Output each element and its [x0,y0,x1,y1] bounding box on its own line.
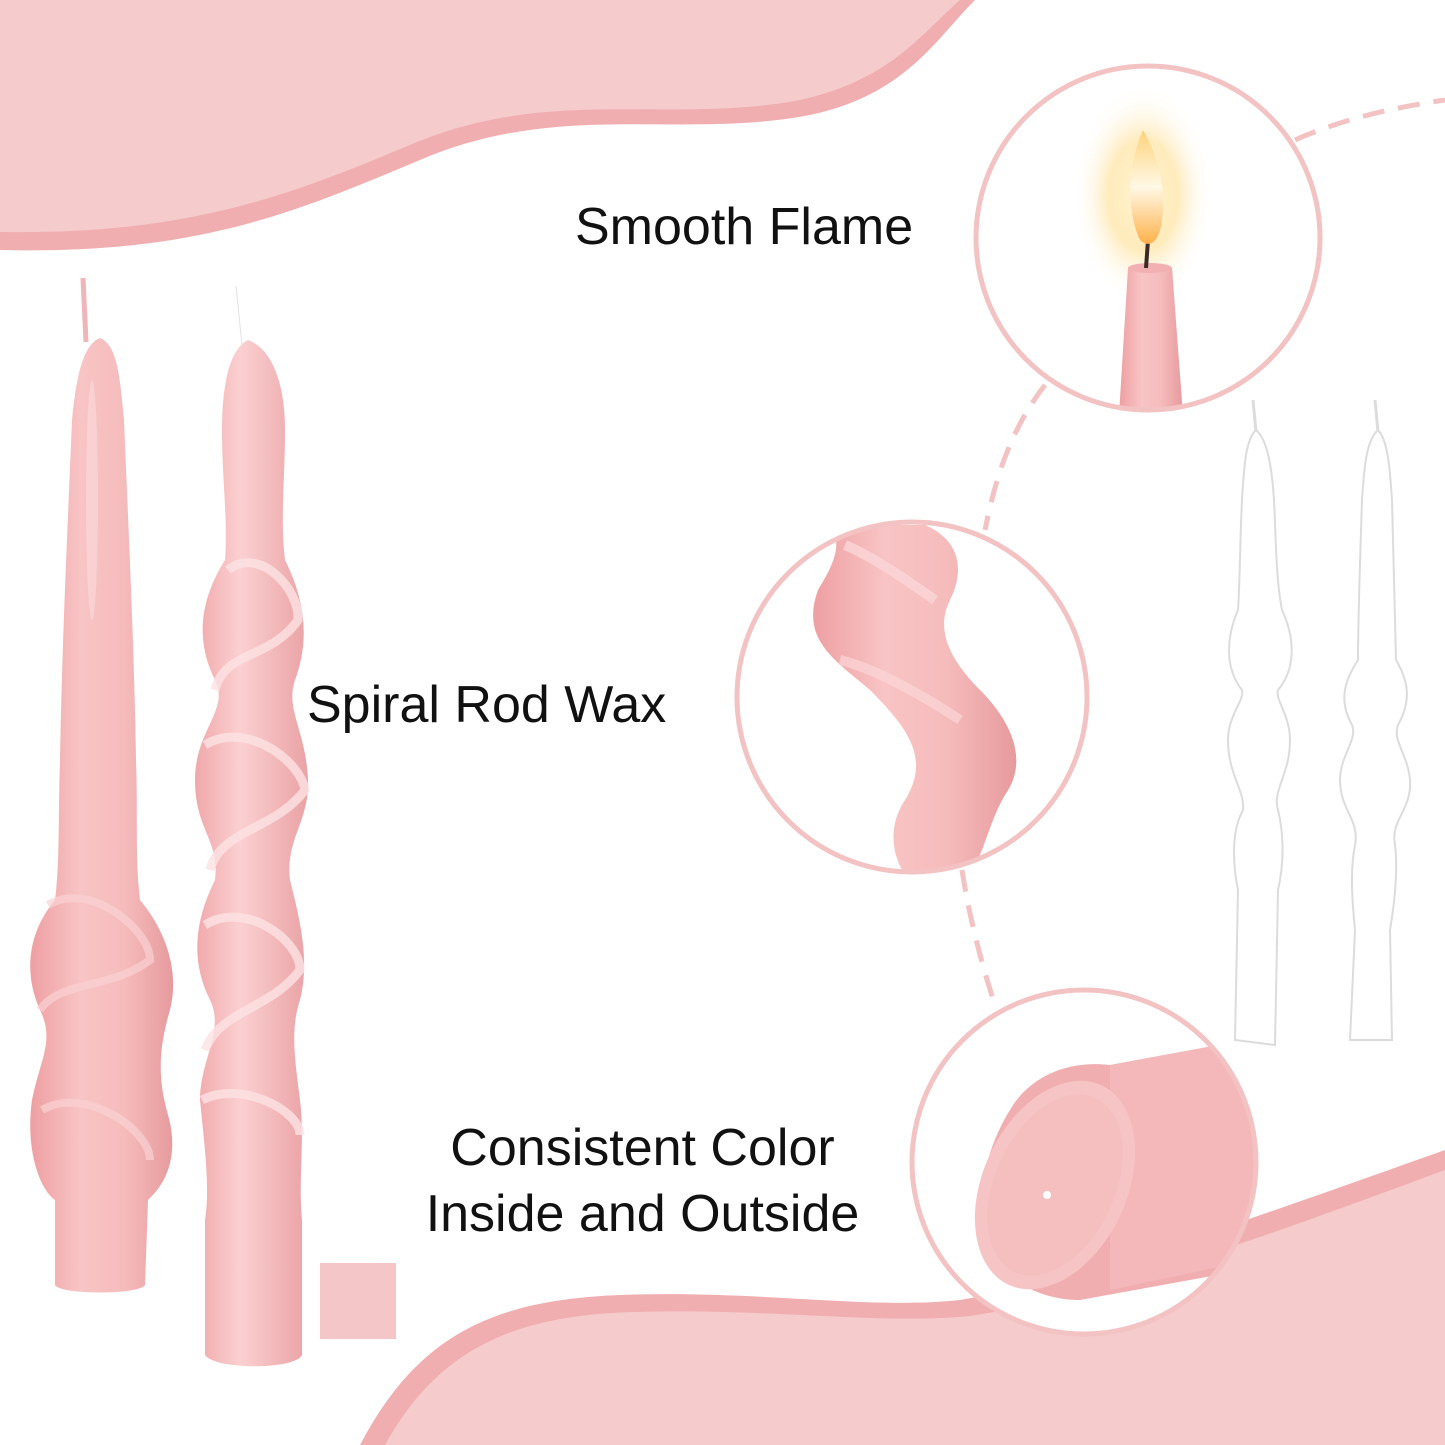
candle-left [30,277,174,1293]
feature-label-smooth-flame: Smooth Flame [575,198,914,256]
flame-icon [1130,130,1164,244]
white-candle-1 [1226,399,1293,1047]
white-candle-2 [1338,399,1412,1041]
connector-bottom [959,869,998,1006]
feature-label-line-1: Consistent Color [450,1119,835,1177]
color-swatch-icon [320,1263,396,1339]
feature-label-spiral-rod-wax: Spiral Rod Wax [307,676,667,734]
feature-label-line-2: Inside and Outside [425,1185,860,1243]
bottom-blob [385,1170,1445,1445]
top-blob [0,0,960,233]
connector-top [1293,97,1445,143]
flame-detail-circle [973,63,1323,413]
candle-right [195,285,310,1367]
color-detail-circle [909,987,1259,1337]
spiral-detail-circle [734,519,1090,875]
connector-middle [982,383,1047,531]
feature-label-consistent-color: Consistent Color Inside and Outside [395,1115,890,1247]
